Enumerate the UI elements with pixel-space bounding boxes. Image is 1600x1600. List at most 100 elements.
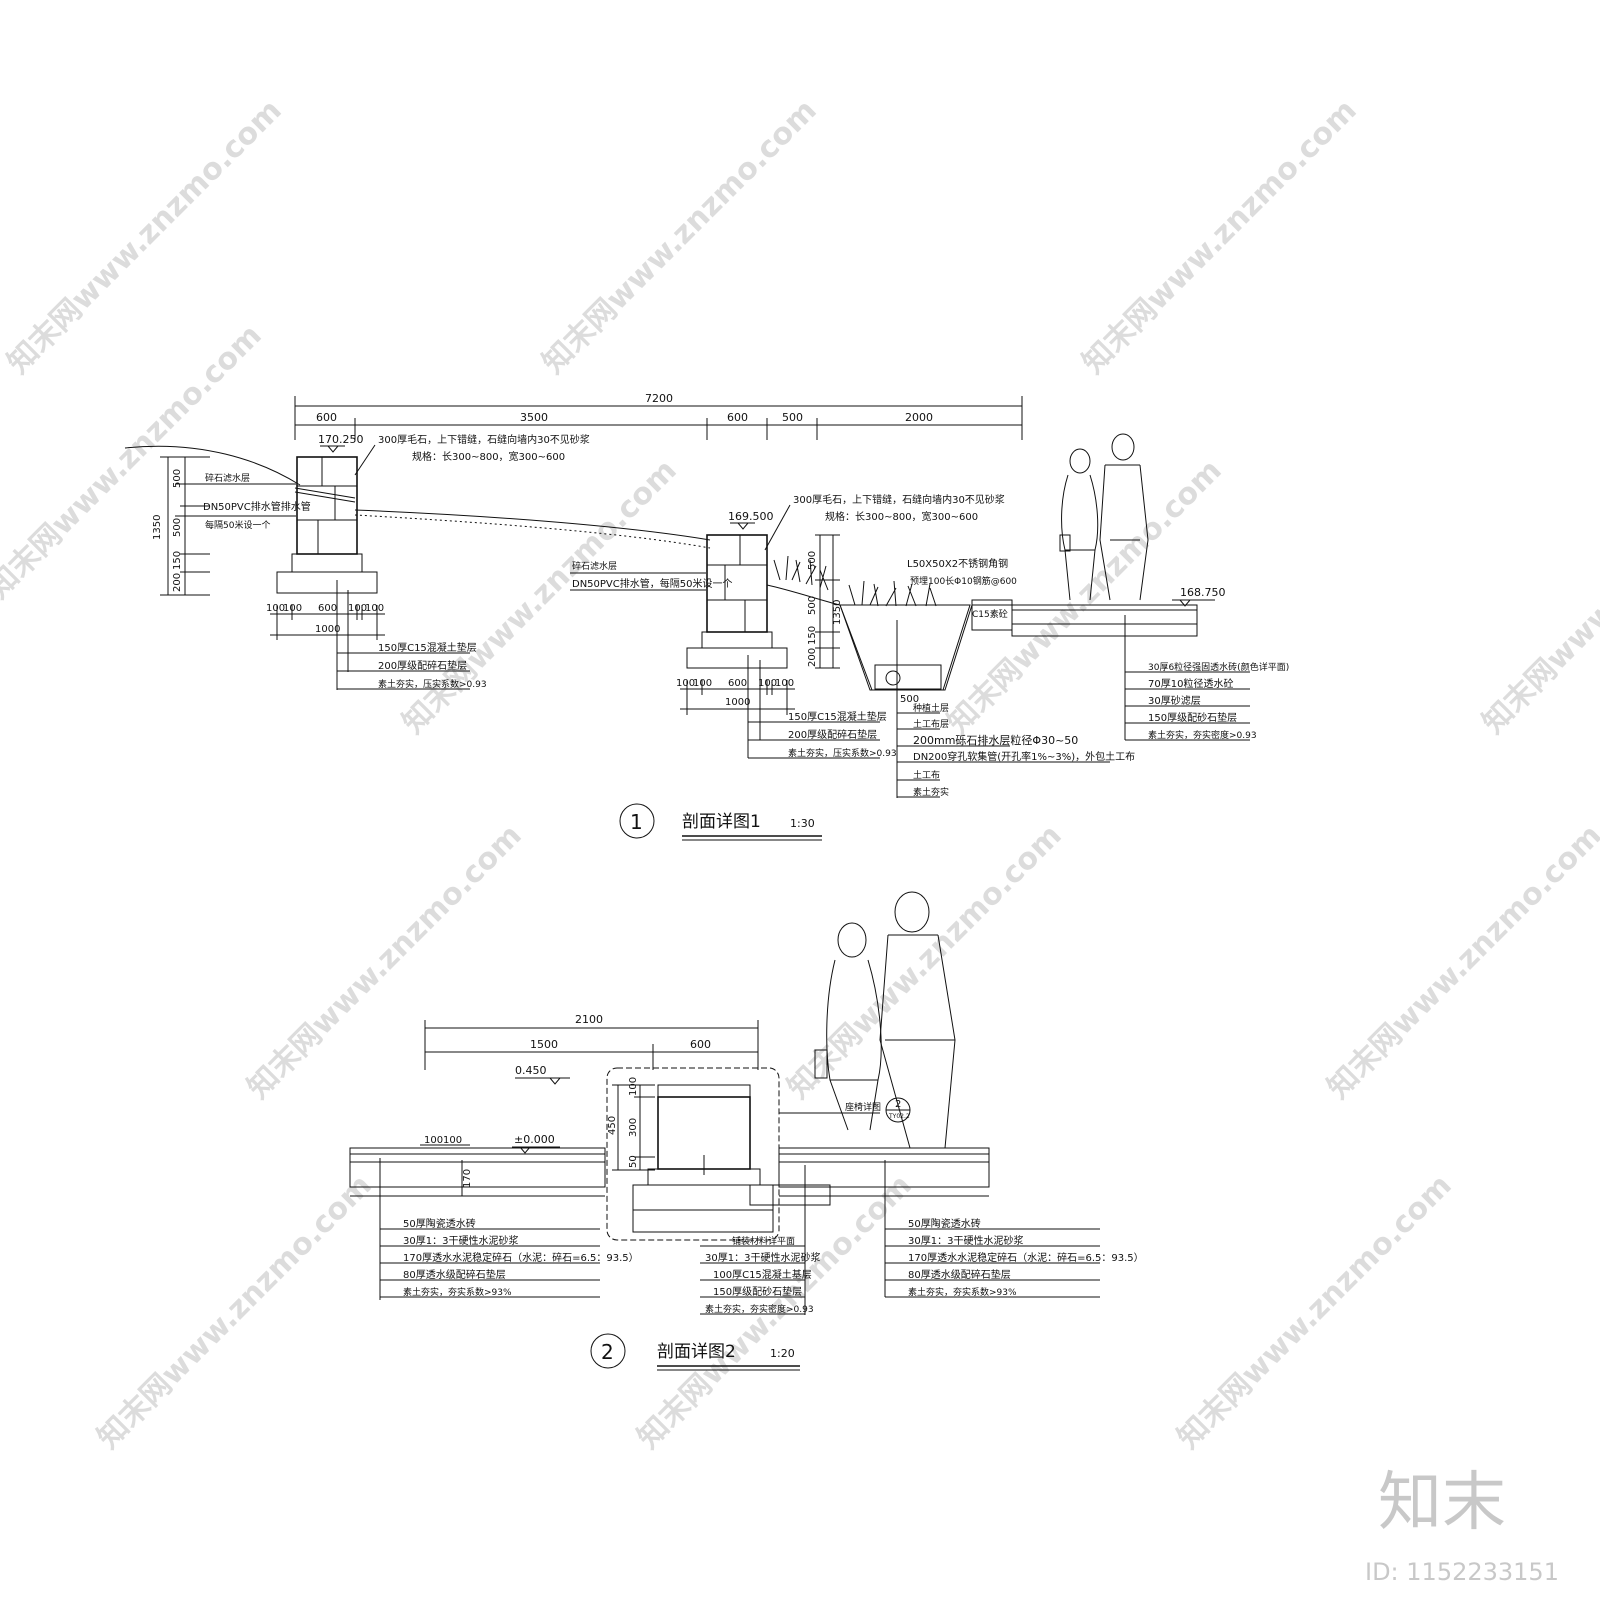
dim-v: 300 <box>628 1118 639 1137</box>
dim-left-v: 1350 500 500 150 200 <box>152 456 210 596</box>
layer-label: 50厚陶瓷透水砖 <box>908 1217 981 1230</box>
elevation-label: 170.250 <box>318 433 364 446</box>
callout-ref: TY02.2 <box>888 1113 910 1120</box>
layer-label: 素土夯实，压实系数>0.93 <box>378 678 487 690</box>
layer-label: 土工布层 <box>913 718 949 730</box>
layer-label: 30厚1：3干硬性水泥砂浆 <box>908 1234 1023 1247</box>
dim-width: 500 <box>900 694 919 705</box>
watermark-text: 知末网www.znzmo.com <box>536 93 824 381</box>
layer-label: 素土夯实，夯实密度>0.93 <box>1148 729 1257 741</box>
dim-seg: 500 <box>782 411 803 424</box>
dim-b: 100 <box>693 678 712 689</box>
dim-v: 200 <box>807 648 818 667</box>
dim-b: 100 <box>758 678 777 689</box>
layer-label: 铺装材料详平面 <box>732 1235 795 1247</box>
bench <box>632 1084 774 1233</box>
dim-b: 100 <box>348 603 367 614</box>
note: DN50PVC排水管，每隔50米设一个 <box>572 577 732 590</box>
dim-v: 50 <box>628 1155 639 1168</box>
elevation-label: 169.500 <box>728 510 774 523</box>
dim-v: 200 <box>172 573 183 592</box>
note: 规格：长300~800，宽300~600 <box>412 450 565 463</box>
layer-label: 150厚C15混凝土垫层 <box>788 710 887 723</box>
dim-top-s1: 7200 600 3500 600 500 2000 <box>294 392 1023 440</box>
brand-id: ID: 1152233151 <box>1365 1558 1559 1586</box>
slope-ground <box>354 514 711 549</box>
layer-label: DN200穿孔软集管(开孔率1%~3%)，外包土工布 <box>913 750 1135 763</box>
layer-label: 50厚陶瓷透水砖 <box>403 1217 476 1230</box>
section-2-title: 2 剖面详图2 1:20 <box>590 1333 800 1371</box>
watermark-text: 知末网www.znzmo.com <box>241 818 529 1106</box>
dim-total: 7200 <box>645 392 673 405</box>
section-1: 7200 600 3500 600 500 2000 170.250 <box>124 392 1289 841</box>
dim-total: 2100 <box>575 1013 603 1026</box>
layer-label: 200厚级配碎石垫层 <box>788 728 877 741</box>
layer-label: 素土夯实，夯实密度>0.93 <box>705 1303 814 1315</box>
layer-label: 30厚砂滤层 <box>1148 694 1201 707</box>
watermark-text: 知末网www.znzmo.com <box>1476 453 1600 741</box>
dim-left: 100 <box>443 1135 462 1146</box>
dim-b: 100 <box>365 603 384 614</box>
slope-ground <box>354 509 711 541</box>
note: 300厚毛石，上下错缝，石缝向墙内30不见砂浆 <box>793 493 1005 506</box>
dim-v: 500 <box>807 596 818 615</box>
watermark-text: 知末网www.znzmo.com <box>1321 818 1600 1106</box>
section-scale: 1:20 <box>770 1347 795 1360</box>
section-1-title: 1 剖面详图1 1:30 <box>619 803 822 841</box>
note: 规格：长300~800，宽300~600 <box>825 510 978 523</box>
dim-width: 1000 <box>725 697 750 708</box>
layer-label: 素土夯实，压实系数>0.93 <box>788 747 897 759</box>
callout-label: 座椅详图 <box>845 1101 881 1113</box>
dim-v: 450 <box>607 1116 618 1135</box>
dim-seg: 600 <box>727 411 748 424</box>
brand-mark: 知末 <box>1378 1466 1506 1540</box>
dim-seg: 600 <box>316 411 337 424</box>
people-figure <box>1059 433 1149 601</box>
section-number: 2 <box>601 1340 614 1364</box>
dim-v: 500 <box>172 469 183 488</box>
paving-left-s2: 100 100 170 <box>349 1135 606 1197</box>
dim-width: 1000 <box>315 624 340 635</box>
paving-right-s2 <box>749 1147 990 1206</box>
people-figure <box>814 891 956 1149</box>
dim-v: 150 <box>172 551 183 570</box>
dim-b: 100 <box>676 678 695 689</box>
dim-left: 170 <box>462 1169 473 1188</box>
dim-b: 100 <box>266 603 285 614</box>
watermark-text: 知末网www.znzmo.com <box>781 818 1069 1106</box>
watermark-text: 知末网www.znzmo.com <box>1076 93 1364 381</box>
dim-left-b: 100 100 600 100 100 1000 <box>266 603 385 640</box>
dim-b: 100 <box>283 603 302 614</box>
dim-v: 1350 <box>152 515 163 540</box>
note: 预埋100长Φ10钢筋@600 <box>910 575 1017 587</box>
layer-label: 200厚级配碎石垫层 <box>378 659 467 672</box>
note: 每隔50米设一个 <box>205 519 270 531</box>
section-scale: 1:30 <box>790 817 815 830</box>
watermark-text: 知末网www.znzmo.com <box>1171 1168 1459 1456</box>
layer-label: 170厚透水水泥稳定碎石（水泥：碎石=6.5：93.5） <box>908 1251 1144 1264</box>
dim-b: 600 <box>318 603 337 614</box>
watermark-layer: 知末网www.znzmo.com 知末网www.znzmo.com 知末网www… <box>0 93 1600 1456</box>
wall-mid: 169.500 <box>686 510 788 669</box>
layer-label: 100厚C15混凝土基层 <box>713 1268 812 1281</box>
section-number: 1 <box>630 810 643 834</box>
dim-v: 500 <box>172 518 183 537</box>
layer-label: 素土夯实，夯实系数>93% <box>908 1286 1017 1298</box>
dim-seg: 600 <box>690 1038 711 1051</box>
dim-v: 100 <box>628 1077 639 1096</box>
layer-label: 150厚C15混凝土垫层 <box>378 641 477 654</box>
dim-bench-v: 450 100 300 50 <box>607 1077 655 1171</box>
dim-v: 150 <box>807 626 818 645</box>
dim-b: 100 <box>775 678 794 689</box>
layer-label: 80厚透水级配碎石垫层 <box>908 1268 1011 1281</box>
elevation-label: 0.450 <box>515 1064 547 1077</box>
layer-label: 30厚1：3干硬性水泥砂浆 <box>705 1251 820 1264</box>
note: 碎石滤水层 <box>205 472 250 484</box>
paving-right: 168.750 <box>1011 586 1226 637</box>
layer-label: 30厚6粒径强固透水砖(颜色详平面) <box>1148 661 1289 673</box>
watermark-text: 知末网www.znzmo.com <box>396 453 684 741</box>
section-title: 剖面详图1 <box>682 812 761 832</box>
layer-label: 30厚1：3干硬性水泥砂浆 <box>403 1234 518 1247</box>
dim-b: 600 <box>728 678 747 689</box>
